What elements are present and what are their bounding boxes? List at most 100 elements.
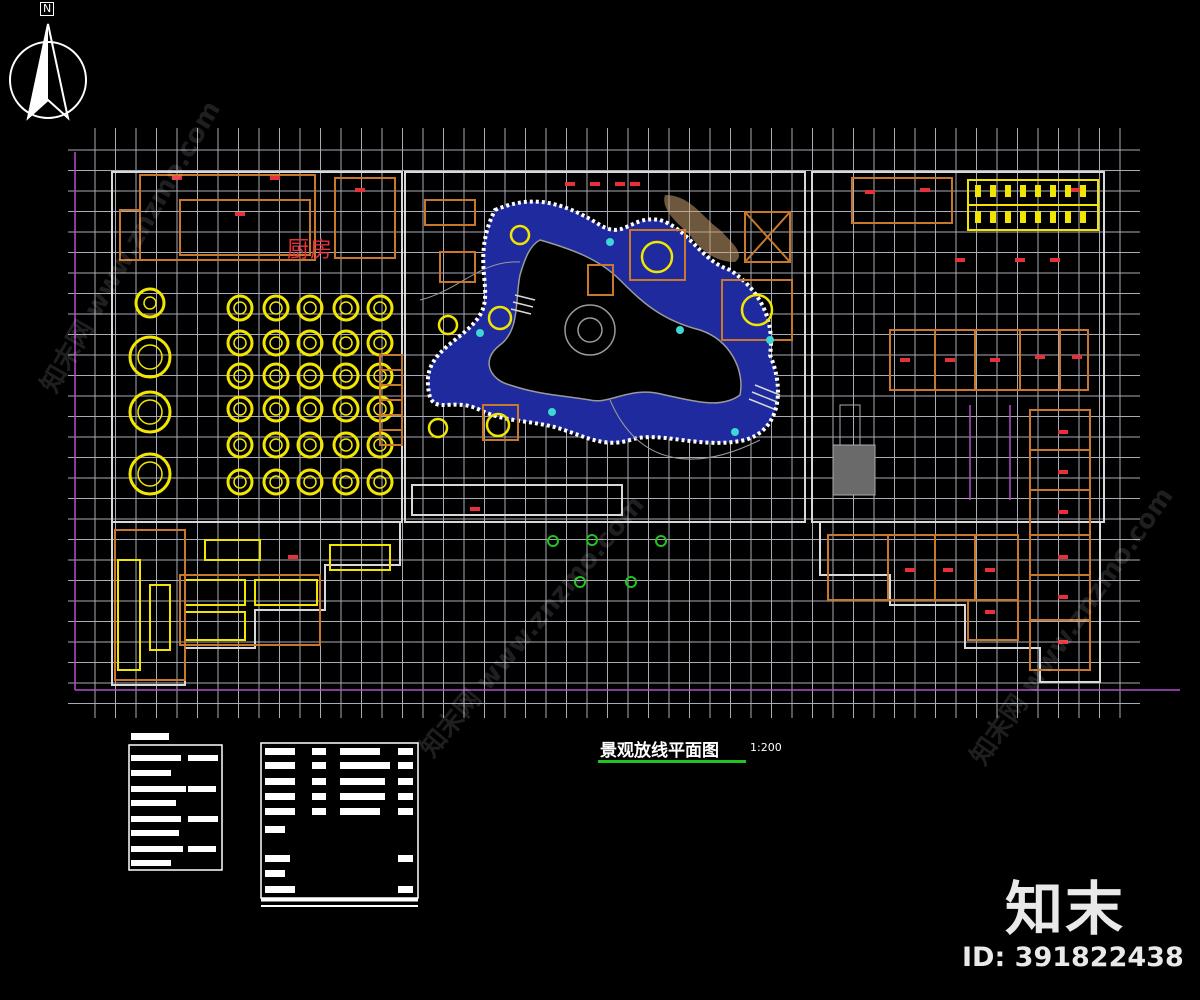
dining-table (226, 431, 254, 459)
dining-table (296, 431, 324, 459)
legend-row (131, 800, 176, 806)
dining-table (262, 294, 290, 322)
legend-row (188, 755, 218, 761)
legend-row (398, 748, 413, 755)
room-tag (1058, 555, 1068, 559)
stage-deck (379, 354, 403, 446)
room-tag (900, 358, 910, 362)
round-table-top (137, 344, 163, 370)
legend-row (398, 778, 413, 785)
watermark-id: ID: 391822438 (962, 942, 1184, 973)
room-tag (172, 176, 182, 180)
room-tag (1058, 430, 1068, 434)
legend-table-left (128, 733, 223, 871)
drawing-scale: 1:200 (750, 741, 782, 754)
north-arrow-icon (9, 23, 87, 121)
dining-table-top (303, 402, 317, 416)
dining-table-top (339, 438, 353, 452)
legend-row (398, 855, 413, 862)
dining-table-top (303, 336, 317, 350)
toilet-fixture (1050, 185, 1056, 197)
dining-table (332, 294, 360, 322)
room-tag (1070, 188, 1080, 192)
dining-table (226, 362, 254, 390)
building-walls (111, 171, 1105, 686)
round-table (128, 335, 172, 379)
dining-table (262, 468, 290, 496)
private-rooms (117, 539, 391, 671)
legend-row (312, 778, 326, 785)
legend-row (398, 808, 413, 815)
legend-row (340, 793, 385, 800)
dining-table (332, 329, 360, 357)
room-tag (470, 507, 480, 511)
room-tags (172, 176, 1082, 644)
dining-table-top (269, 369, 283, 383)
legend-row (340, 778, 385, 785)
legend-row (265, 886, 295, 893)
toilet-fixture (1065, 185, 1071, 197)
dining-table-top (303, 301, 317, 315)
legend-row (312, 808, 326, 815)
legend-row (340, 808, 380, 815)
dining-table-top (373, 475, 387, 489)
legend-row (188, 786, 216, 792)
legend-row (188, 846, 216, 852)
garden-seating (427, 224, 774, 439)
dining-table (262, 395, 290, 423)
room-tag (990, 358, 1000, 362)
dining-table (226, 395, 254, 423)
legend-row (312, 793, 326, 800)
round-table (128, 390, 172, 434)
room-tag (630, 182, 640, 186)
room-tag (945, 358, 955, 362)
dining-table-top (233, 369, 247, 383)
toilet-fixture (1065, 211, 1071, 223)
room-tag (590, 182, 600, 186)
dining-table-top (339, 336, 353, 350)
dining-tables (226, 294, 394, 496)
room-tag (955, 258, 965, 262)
dining-table-top (233, 438, 247, 452)
dining-table-top (269, 301, 283, 315)
legend-rows-right (265, 748, 413, 893)
kitchen-area (119, 174, 396, 261)
garden-planters-green (547, 534, 667, 588)
toilet-fixture (1005, 185, 1011, 197)
toilet-fixture (1035, 185, 1041, 197)
dining-table (366, 468, 394, 496)
room-tag (1058, 510, 1068, 514)
private-room-tables (128, 287, 172, 496)
round-table (128, 452, 172, 496)
legend-row (398, 762, 413, 769)
legend-row (131, 860, 171, 866)
dining-table-top (303, 369, 317, 383)
watermark-brand: 知末 (1005, 875, 1126, 943)
toilet-fixture (990, 185, 996, 197)
dining-table (332, 468, 360, 496)
dining-table (262, 329, 290, 357)
dining-table-top (269, 475, 283, 489)
room-tag (1015, 258, 1025, 262)
toilet-fixture (975, 185, 981, 197)
toilet-fixture (1080, 211, 1086, 223)
room-tag (905, 568, 915, 572)
legend-row (340, 762, 390, 769)
toilet-fixture (1080, 185, 1086, 197)
room-tag (565, 182, 575, 186)
round-table (134, 287, 166, 319)
legend-row (265, 808, 295, 815)
round-table-top (137, 399, 163, 425)
legend-row (265, 762, 295, 769)
rockery (664, 195, 740, 262)
legend-rows-left (131, 755, 218, 866)
room-tag (943, 568, 953, 572)
legend-row (188, 816, 218, 822)
dining-table-top (373, 301, 387, 315)
room-tag (985, 568, 995, 572)
dining-table-top (233, 475, 247, 489)
round-table-top (143, 296, 157, 310)
room-tag (288, 555, 298, 559)
north-label: N (40, 2, 55, 16)
